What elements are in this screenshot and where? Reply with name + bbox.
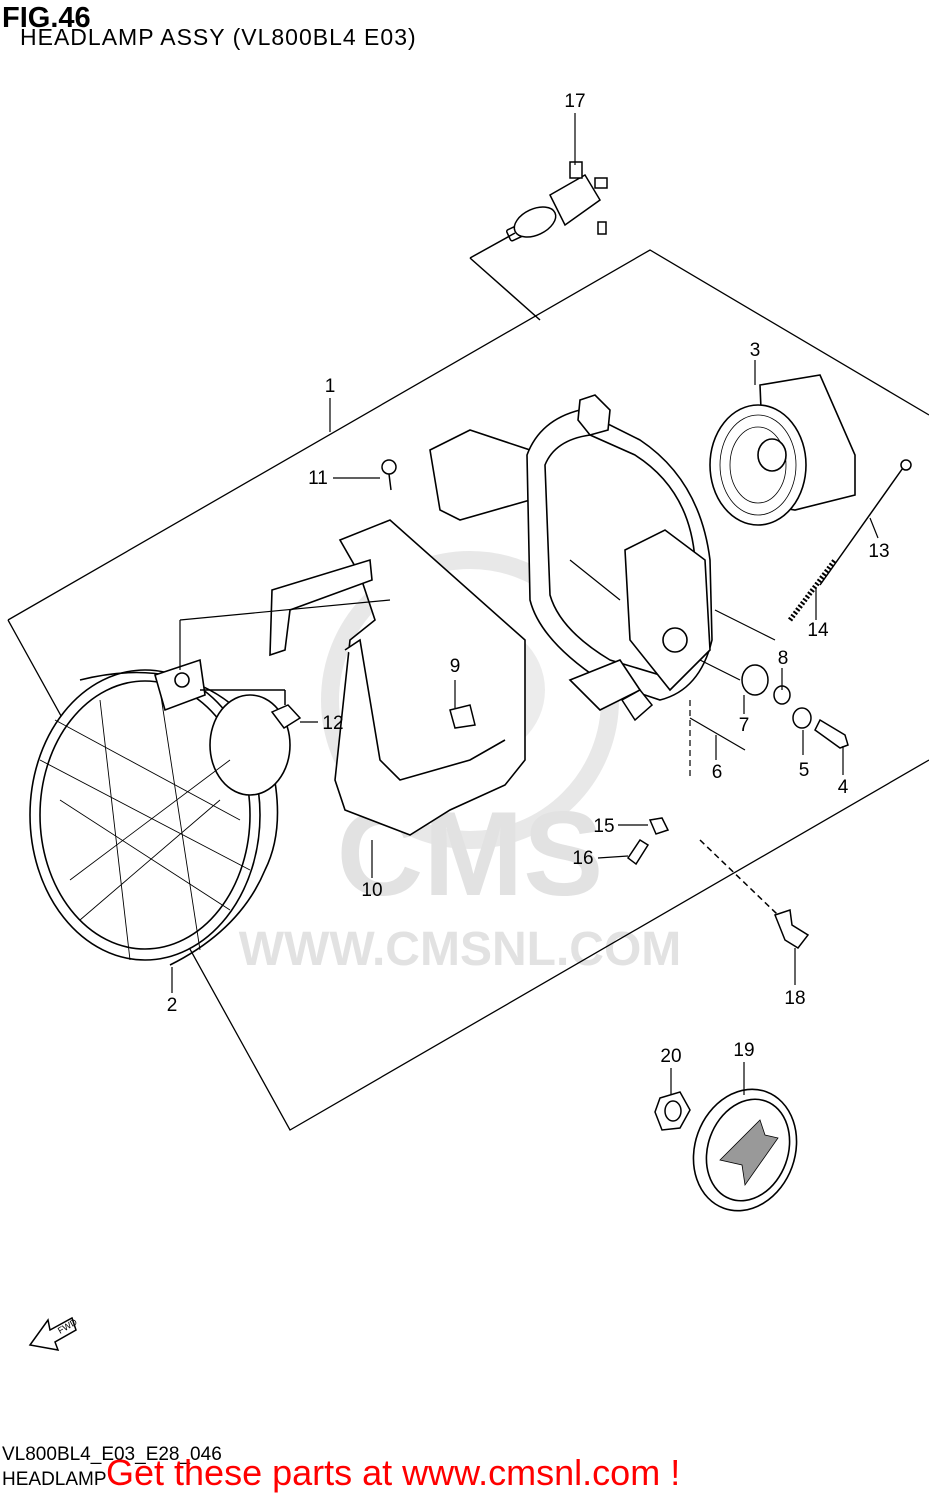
nut-20-icon	[654, 1091, 691, 1131]
bolt-washer-set-icon	[620, 664, 849, 749]
callout-8: 8	[778, 648, 789, 669]
headlight-unit-icon	[29, 658, 291, 966]
figure-title: HEADLAMP ASSY (VL800BL4 E03)	[20, 24, 417, 50]
callout-3: 3	[750, 340, 761, 361]
callout-16: 16	[572, 848, 593, 869]
callout-labels: 17 1 3 11 13 14 8 9 12 7 5 6 4 15 16 10 …	[167, 91, 890, 1067]
callout-7: 7	[739, 715, 750, 736]
callout-11: 11	[308, 468, 328, 489]
bulb-icon	[469, 161, 608, 321]
front-bracket-icon	[269, 519, 526, 836]
nut-clip-icon	[200, 689, 302, 730]
callout-9: 9	[450, 656, 461, 677]
callout-1: 1	[325, 376, 336, 397]
callout-4: 4	[838, 777, 849, 798]
callout-6: 6	[712, 762, 723, 783]
callout-17: 17	[564, 91, 585, 112]
callout-19: 19	[733, 1040, 754, 1061]
callout-15: 15	[593, 816, 614, 837]
cap-19-icon	[692, 1088, 798, 1212]
get-parts-link[interactable]: Get these parts at www.cmsnl.com !	[106, 1452, 681, 1493]
callout-14: 14	[807, 620, 829, 641]
callout-13: 13	[868, 541, 889, 562]
rear-bracket-frame-icon	[429, 394, 713, 711]
watermark-url-text: WWW.CMSNL.COM	[239, 923, 682, 976]
callout-5: 5	[799, 760, 810, 781]
leader-lines	[171, 113, 879, 1095]
fastener-set-icon	[381, 459, 670, 866]
callout-10: 10	[361, 880, 382, 901]
bolt-18-icon	[699, 839, 810, 949]
callout-20: 20	[660, 1046, 681, 1067]
fwd-arrow-icon: FWD	[28, 1317, 79, 1351]
callout-2: 2	[167, 995, 178, 1016]
diagram-code: VL800BL4_E03_E28_046	[2, 1444, 222, 1465]
callout-12: 12	[322, 713, 343, 734]
section-name: HEADLAMP	[2, 1469, 107, 1490]
figure-number: FIG.46	[2, 2, 91, 34]
housing-cup-icon	[709, 374, 856, 526]
adjust-screw-spring-icon	[788, 459, 912, 622]
callout-18: 18	[784, 988, 805, 1009]
